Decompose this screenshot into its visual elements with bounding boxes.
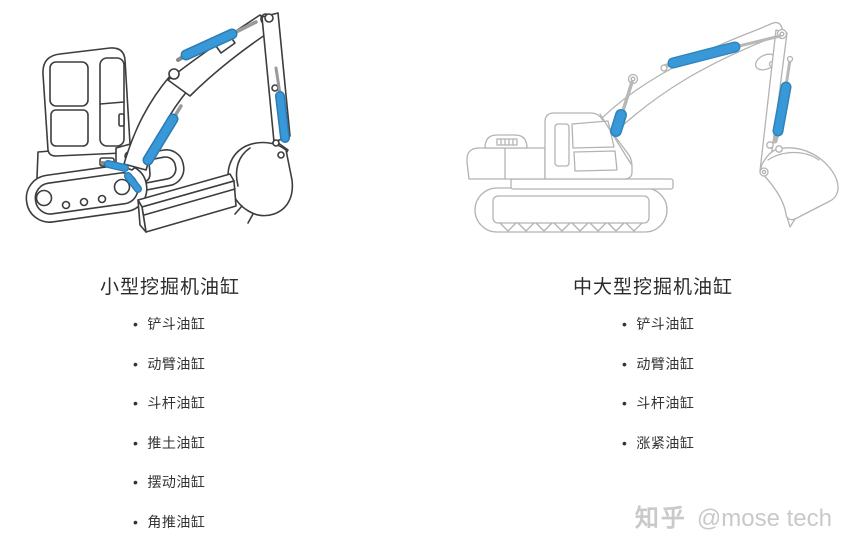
list-item: • 动臂油缸: [622, 354, 733, 374]
large-bucket: [759, 141, 839, 228]
small-excavator-title: 小型挖掘机油缸: [100, 277, 241, 298]
arm-cylinder-highlight: [176, 20, 258, 62]
list-item-label: 动臂油缸: [636, 355, 695, 372]
small-excavator-cylinder-list: •铲斗油缸 •动臂油缸 •斗杆油缸 •推土油缸 •摆动油缸 •角推油缸 •底盘伸…: [100, 314, 240, 546]
list-item: • 斗杆油缸: [133, 393, 240, 413]
swing-cylinder-highlight: [100, 160, 129, 172]
list-item-label: 斗杆油缸: [147, 395, 206, 411]
large-excavator-panel: 中大型挖掘机油缸 • 铲斗油缸 • 动臂油缸 • 斗杆油缸 • 涨紧油缸: [573, 272, 733, 472]
small-excavator-panel: 小型挖掘机油缸 • 铲斗油缸 • 动臂油缸 • 斗杆油缸 • 推土油缸 • 摆动油缸 • 角…: [100, 272, 240, 546]
bullet-glyph: •: [133, 474, 139, 490]
list-item-label: 斗杆油缸: [636, 395, 695, 411]
zhihu-watermark: 知乎 @mose tech: [635, 498, 832, 533]
list-item-label: 动臂油缸: [147, 355, 206, 372]
large-cab: [544, 112, 633, 180]
list-item-label: 推土油缸: [147, 434, 206, 451]
large-track: [474, 187, 668, 233]
mini-excavator-figure: [25, 12, 294, 233]
list-item-label: 角推油缸: [147, 513, 206, 530]
large-excavator-figure: [466, 21, 839, 233]
list-item: • 铲斗油缸: [133, 314, 240, 334]
mini-cab: [42, 47, 131, 157]
large-excavator-cylinder-list: • 铲斗油缸 • 动臂油缸 • 斗杆油缸 • 涨紧油缸: [573, 314, 733, 453]
mini-boom: [123, 13, 275, 171]
zhihu-logo-text: 知乎: [634, 505, 687, 532]
list-item: • 涨紧油缸: [622, 433, 733, 453]
list-item-label: 摆动油缸: [147, 474, 206, 490]
bullet-glyph: •: [133, 513, 139, 530]
mini-front-track: [25, 163, 148, 223]
bullet-glyph: •: [133, 355, 139, 372]
boom-cylinder-highlight: [142, 104, 183, 166]
list-item: • 角推油缸: [133, 512, 240, 532]
list-item: • 铲斗油缸: [622, 314, 733, 334]
list-item-label: 铲斗油缸: [147, 316, 206, 332]
list-item: • 推土油缸: [133, 433, 240, 453]
large-deck: [510, 178, 674, 190]
watermark-handle: @mose tech: [696, 505, 832, 532]
list-item-label: 涨紧油缸: [636, 434, 695, 451]
mini-dozer-blade: [137, 173, 237, 233]
bullet-glyph: •: [622, 355, 628, 372]
arm-cylinder-highlight-right: [660, 34, 782, 72]
bucket-cylinder-highlight-right: [772, 55, 794, 144]
list-item: • 动臂油缸: [133, 354, 240, 374]
mini-bucket: [225, 139, 294, 224]
blade-cylinder-highlight: [124, 172, 142, 193]
bullet-glyph: •: [133, 316, 139, 332]
list-item-label: 铲斗油缸: [636, 316, 695, 332]
bucket-cylinder-highlight: [274, 66, 290, 143]
list-item: • 斗杆油缸: [622, 393, 733, 413]
bullet-glyph: •: [622, 434, 628, 451]
bullet-glyph: •: [133, 434, 139, 451]
bullet-glyph: •: [622, 395, 628, 411]
list-item: • 摆动油缸: [133, 472, 240, 492]
boom-cylinder-highlight-right: [610, 80, 634, 137]
bullet-glyph: •: [622, 316, 628, 332]
large-excavator-title: 中大型挖掘机油缸: [573, 277, 734, 298]
large-body: [466, 134, 546, 180]
bullet-glyph: •: [133, 395, 139, 411]
